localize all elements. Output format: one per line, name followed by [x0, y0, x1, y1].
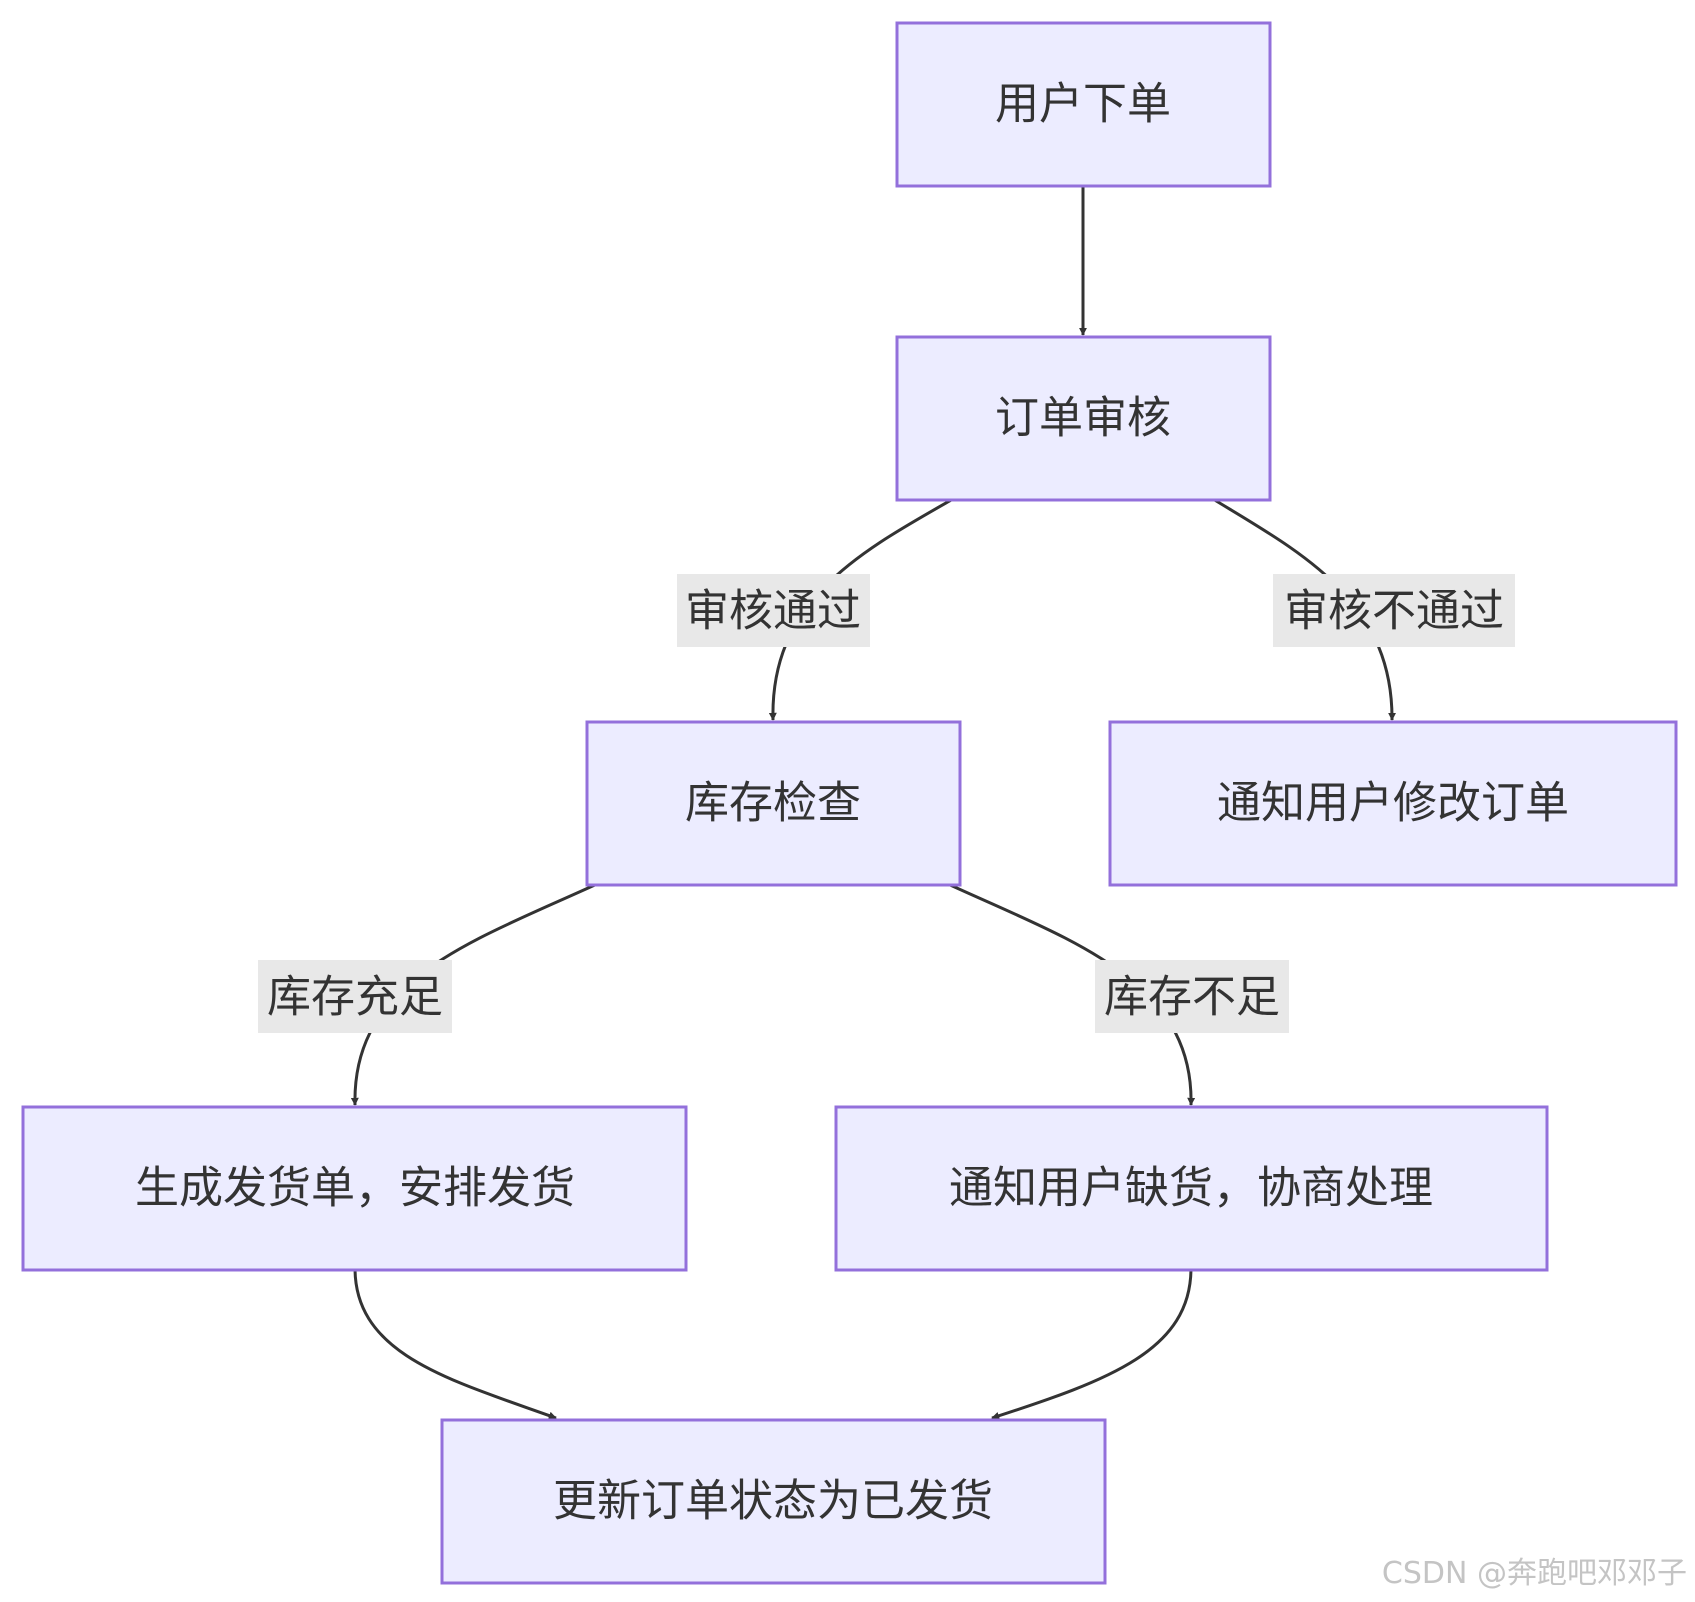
node-notify-shortage[interactable]: 通知用户缺货，协商处理	[834, 1105, 1549, 1272]
node-generate-shipping-label: 生成发货单，安排发货	[135, 1163, 575, 1214]
node-stock-check-label: 库存检查	[685, 778, 861, 829]
node-notify-modify-label: 通知用户修改订单	[1217, 778, 1569, 829]
watermark: CSDN @奔跑吧邓邓子	[1381, 1556, 1687, 1591]
node-order-review-label: 订单审核	[995, 393, 1171, 444]
edge-label-rejected: 审核不通过	[1273, 574, 1515, 647]
node-notify-shortage-label: 通知用户缺货，协商处理	[949, 1163, 1433, 1214]
edge-label-approved-text: 审核通过	[685, 586, 861, 637]
node-update-status[interactable]: 更新订单状态为已发货	[440, 1418, 1107, 1585]
node-update-status-label: 更新订单状态为已发货	[553, 1476, 993, 1527]
edge-label-out-of-stock-text: 库存不足	[1104, 972, 1280, 1023]
edge-shipping-to-update	[353, 1267, 557, 1420]
edge-shortage-to-update	[991, 1267, 1193, 1420]
edge-label-out-of-stock: 库存不足	[1095, 960, 1289, 1033]
node-user-order[interactable]: 用户下单	[895, 21, 1272, 188]
node-order-review[interactable]: 订单审核	[895, 335, 1272, 502]
edge-label-approved: 审核通过	[677, 574, 870, 647]
node-stock-check[interactable]: 库存检查	[585, 720, 962, 887]
node-notify-modify[interactable]: 通知用户修改订单	[1108, 720, 1678, 887]
edge-label-in-stock: 库存充足	[258, 960, 452, 1033]
node-user-order-label: 用户下单	[995, 79, 1171, 130]
edge-label-rejected-text: 审核不通过	[1284, 586, 1504, 637]
node-generate-shipping[interactable]: 生成发货单，安排发货	[21, 1105, 688, 1272]
edge-label-in-stock-text: 库存充足	[267, 972, 443, 1023]
